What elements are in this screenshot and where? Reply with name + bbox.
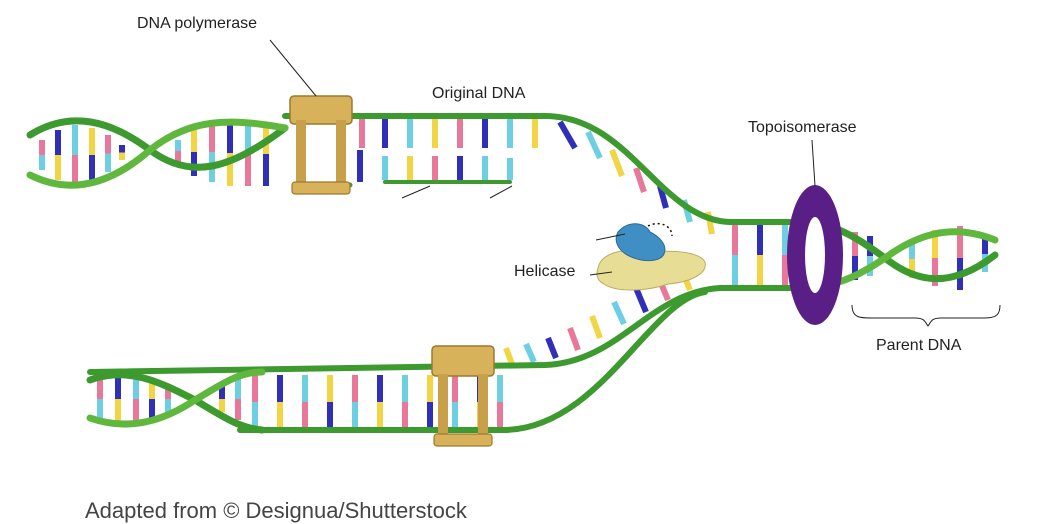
dna-polymerase-lower-icon <box>431 345 495 447</box>
base-pair <box>657 185 669 209</box>
helicase-leader <box>589 271 613 276</box>
base-pair <box>589 314 603 340</box>
helicase-enzyme-icon <box>596 222 706 291</box>
base-pair <box>609 148 625 178</box>
base-pair <box>545 336 559 360</box>
base-pair <box>585 130 603 160</box>
image-credit-caption: Adapted from © Designua/Shutterstock <box>85 498 467 523</box>
dna-polymerase-label: DNA polymerase <box>137 15 258 32</box>
base-pairs <box>39 119 988 428</box>
polymerase-leader <box>269 39 317 97</box>
topoisomerase-label: Topoisomerase <box>748 119 857 136</box>
lower-helix-strand-b <box>86 368 266 428</box>
topoisomerase-leader <box>811 139 816 187</box>
dna-replication-diagram <box>26 39 1001 447</box>
base-pair <box>523 342 537 364</box>
base-pair <box>633 167 647 193</box>
helicase-leader-2 <box>595 233 626 241</box>
fragment-leader-2 <box>489 185 513 199</box>
parent-dna-bracket <box>851 304 1001 327</box>
original-dna-label: Original DNA <box>432 85 526 102</box>
base-pair <box>611 300 627 326</box>
lower-template-strand <box>237 289 708 433</box>
upper-helix-strand-b <box>26 118 289 189</box>
upper-top-strand <box>282 113 803 225</box>
fragment-leader-1 <box>401 185 431 199</box>
topoisomerase-ring-icon <box>787 185 843 325</box>
base-pair <box>557 120 578 150</box>
dna-polymerase-clamp-icon <box>289 95 353 195</box>
helicase-label: Helicase <box>514 263 576 280</box>
leader-lines <box>269 39 1001 327</box>
base-pair <box>503 346 515 366</box>
parent-dna-label: Parent DNA <box>876 337 962 354</box>
base-pair <box>567 326 581 352</box>
base-pair <box>633 286 649 314</box>
